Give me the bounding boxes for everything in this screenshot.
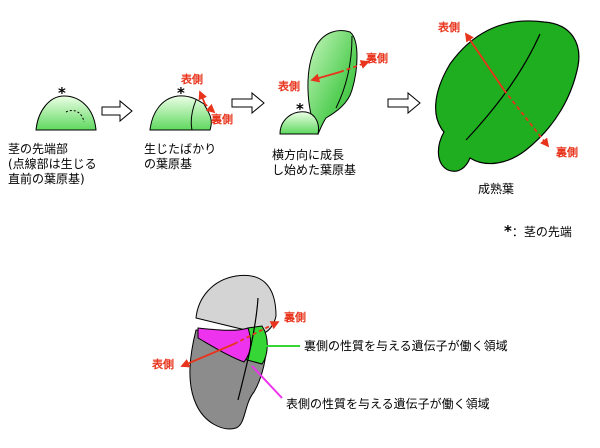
adaxial-region-caption: 表側の性質を与える遺伝子が働く領域	[286, 397, 490, 411]
young-primordium-line	[190, 99, 197, 131]
stage-arrow-1	[101, 99, 133, 123]
stage-arrow-3	[387, 91, 421, 115]
young-adaxial-label: 表側	[181, 73, 203, 86]
young-abaxial-label: 裏側	[211, 113, 233, 126]
section-midrib	[237, 297, 259, 401]
lateral-primordium-midrib	[335, 35, 353, 109]
mature-adaxial-arrow	[464, 32, 505, 91]
future-primordium-dotted	[65, 109, 85, 123]
mature-adaxial-label: 表側	[438, 21, 460, 34]
section-adaxial-label: 表側	[152, 358, 174, 371]
section-top-gray	[195, 274, 277, 335]
section-adaxial-arrow	[180, 343, 235, 368]
mature-leaf-caption: 成熟葉	[478, 182, 515, 196]
lateral-adaxial-arrow	[310, 71, 341, 83]
legend-text: ：茎の先端	[511, 225, 572, 239]
mature-abaxial-arrow	[503, 89, 550, 148]
young-adaxial-arrow	[198, 90, 207, 105]
young-abaxial-arrow	[204, 103, 216, 114]
young-primordium-shape	[149, 95, 212, 131]
section-abaxial-arrow	[233, 321, 280, 345]
young-primordium-caption: 生じたばかり の葉原基	[144, 142, 217, 171]
legend: *：茎の先端	[504, 224, 572, 240]
legend-star: *	[504, 222, 512, 240]
lateral-star: *	[296, 100, 304, 118]
lateral-abaxial-arrow	[339, 60, 370, 73]
lateral-primordium-blade	[307, 30, 358, 136]
lateral-primordium-base	[279, 111, 319, 135]
mature-abaxial-label: 裏側	[556, 146, 578, 159]
young-star: *	[177, 84, 185, 102]
lateral-growth-caption: 横方向に成長 し始めた葉原基	[272, 148, 357, 177]
stem-tip-shape	[35, 95, 97, 131]
mature-leaf-midrib	[465, 33, 541, 141]
abaxial-region-caption: 裏側の性質を与える遺伝子が働く領域	[304, 339, 508, 353]
section-abaxial-label: 裏側	[284, 311, 306, 324]
stem-tip-caption: 茎の先端部 (点線部は生じる 直前の葉原基)	[8, 142, 97, 186]
stage-arrow-2	[231, 91, 265, 115]
lateral-abaxial-label: 裏側	[366, 52, 388, 65]
adaxial-region-pointer	[251, 365, 283, 399]
stem-tip-star: *	[58, 84, 66, 102]
lateral-adaxial-label: 表側	[278, 80, 300, 93]
